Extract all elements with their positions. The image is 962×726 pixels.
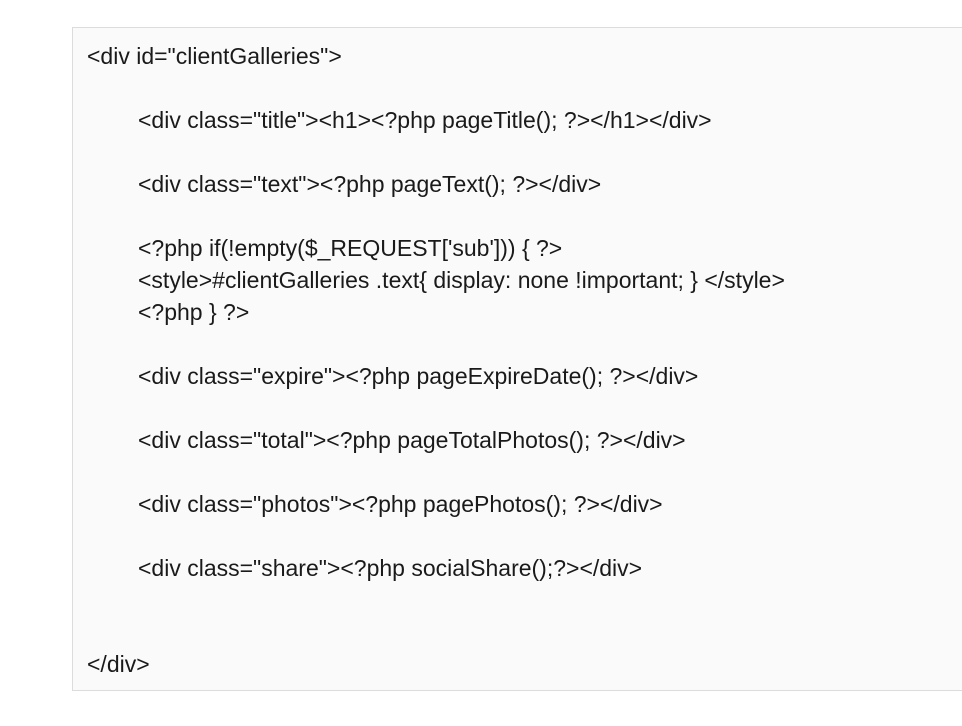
code-line: <?php } ?> — [138, 299, 250, 325]
code-line: <div class="title"><h1><?php pageTitle()… — [138, 107, 712, 133]
code-line: <style>#clientGalleries .text{ display: … — [138, 267, 785, 293]
code-line: <?php if(!empty($_REQUEST['sub'])) { ?> — [138, 235, 563, 261]
code-block: <div id="clientGalleries"> <div class="t… — [72, 27, 962, 691]
code-line: <div class="share"><?php socialShare();?… — [138, 555, 643, 581]
code-line: <div class="expire"><?php pageExpireDate… — [138, 363, 699, 389]
code-line: <div class="text"><?php pageText(); ?></… — [138, 171, 602, 197]
code-line: <div class="total"><?php pageTotalPhotos… — [138, 427, 686, 453]
code-line: <div id="clientGalleries"> — [87, 43, 342, 69]
code-line: </div> — [87, 651, 150, 677]
code-line: <div class="photos"><?php pagePhotos(); … — [138, 491, 663, 517]
